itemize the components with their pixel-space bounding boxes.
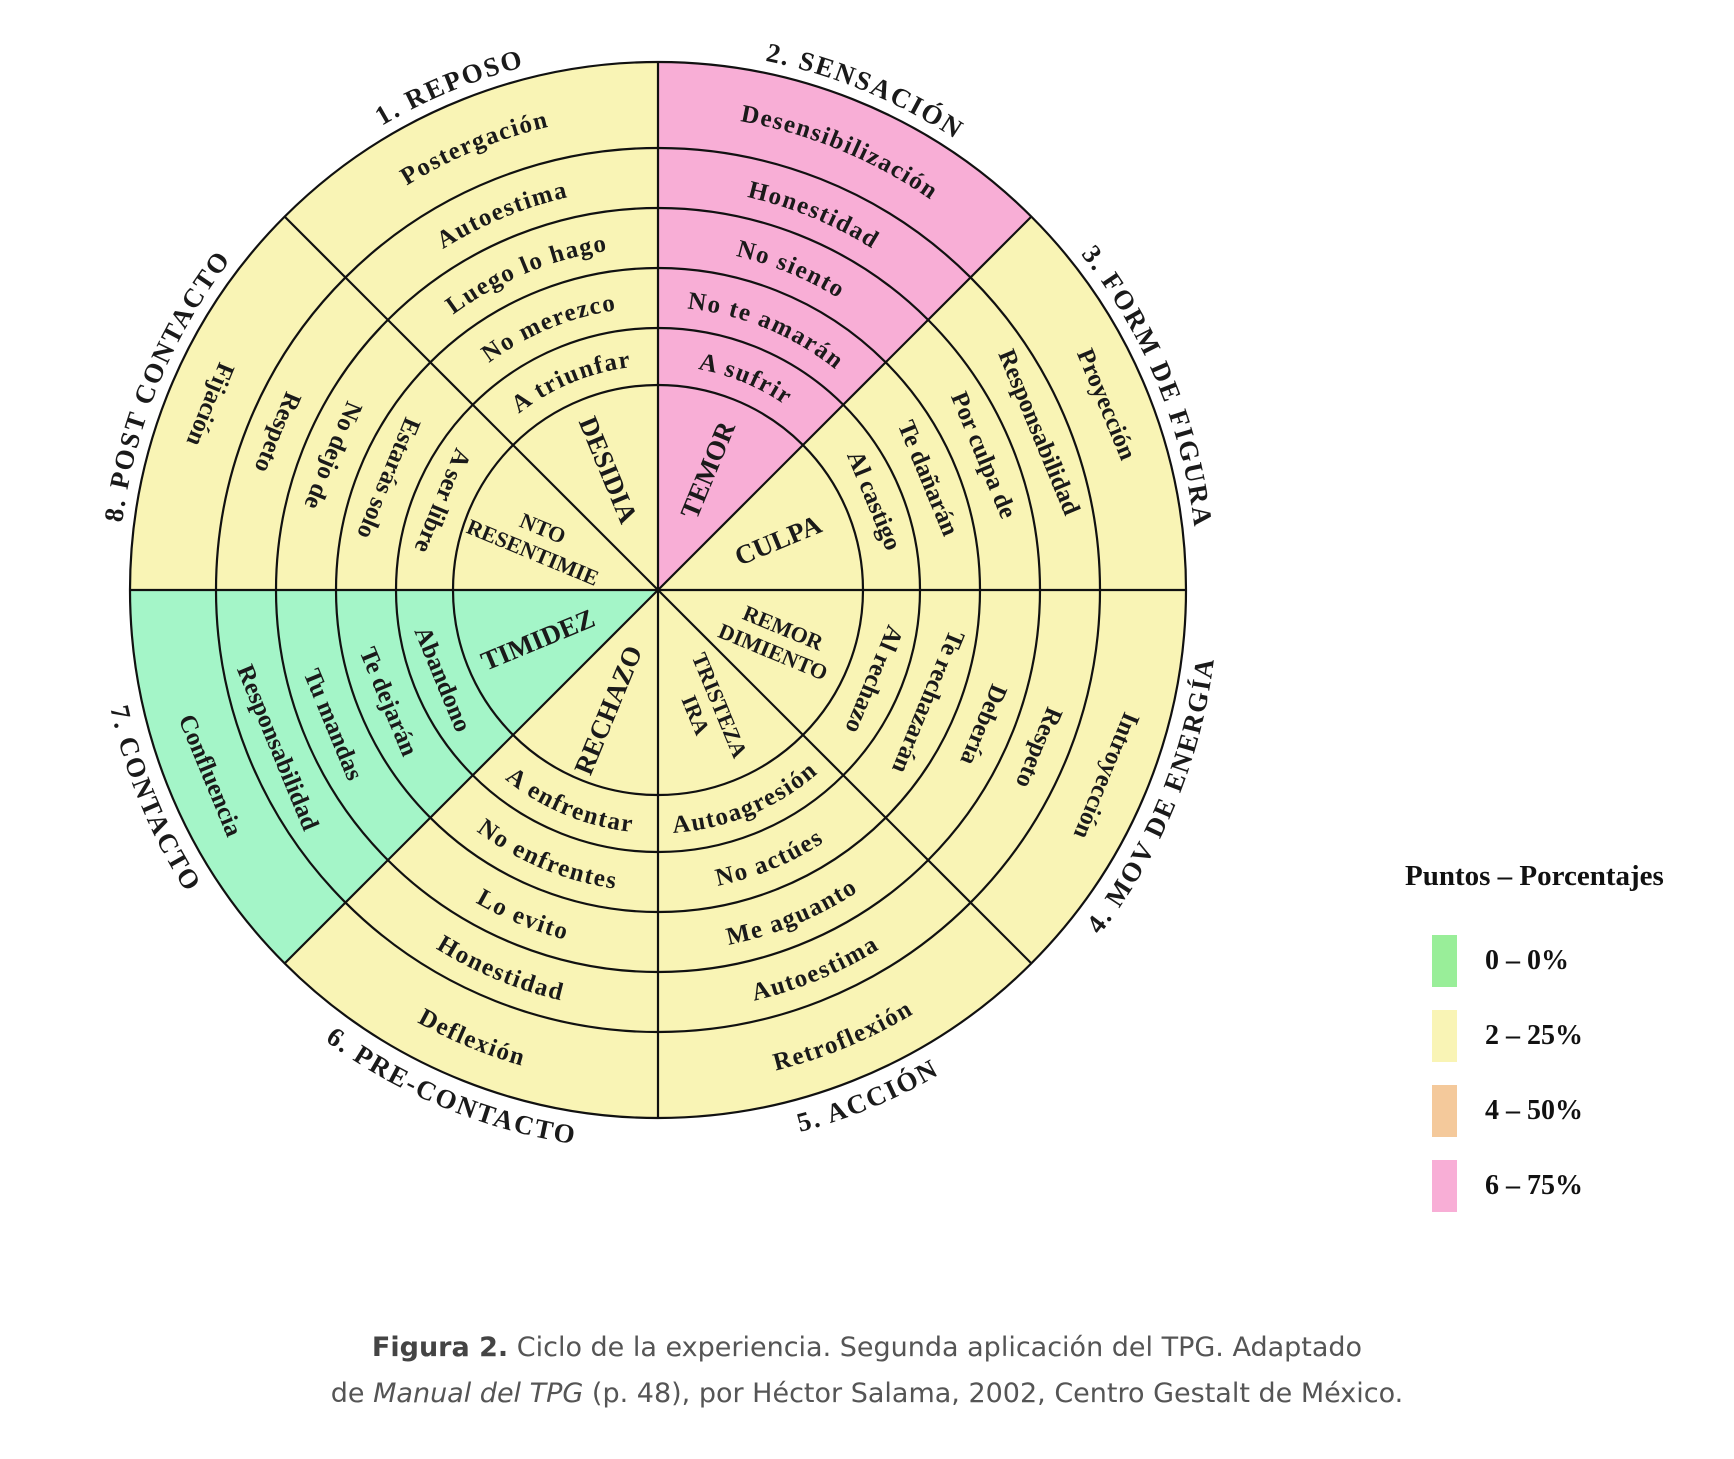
caption-text-1: Ciclo de la experiencia. Segunda aplicac… [508,1332,1363,1363]
legend-swatch-1 [1432,1010,1457,1062]
caption-line-1: Figura 2. Ciclo de la experiencia. Segun… [0,1325,1734,1371]
legend-item-3: 6 – 75% [1432,1160,1725,1212]
sector-wedge-5 [658,590,1032,1118]
caption-label: Figura 2. [371,1332,509,1363]
sector-wedge-6 [284,590,658,1118]
caption-text-2: (p. 48), por Héctor Salama, 2002, Centro… [583,1378,1404,1409]
legend-label-1: 2 – 25% [1485,1020,1583,1051]
sector-divider-7 [283,589,659,965]
sector-wedge-1 [284,62,658,590]
sector-divider-3 [657,215,1033,591]
legend-item-1: 2 – 25% [1432,1010,1725,1062]
sector-wedge-4 [658,590,1186,964]
sector-wedge-8 [130,216,658,590]
legend-swatch-3 [1432,1160,1457,1212]
sector-divider-5 [657,589,1033,965]
legend-item-0: 0 – 0% [1432,935,1725,987]
legend-label-3: 6 – 75% [1485,1170,1583,1201]
sector-wedge-3 [658,216,1186,590]
caption-book-title: Manual del TPG [373,1378,584,1409]
legend: Puntos – Porcentajes 0 – 0% 2 – 25% 4 – … [1405,860,1725,1235]
legend-label-0: 0 – 0% [1485,945,1569,976]
sector-divider-1 [283,215,659,591]
legend-swatch-0 [1432,935,1457,987]
legend-swatch-2 [1432,1085,1457,1137]
figure-caption: Figura 2. Ciclo de la experiencia. Segun… [0,1325,1734,1417]
sector-wedge-7 [130,590,658,964]
legend-item-2: 4 – 50% [1432,1085,1725,1137]
legend-title: Puntos – Porcentajes [1405,860,1664,892]
legend-label-2: 4 – 50% [1485,1095,1583,1126]
sector-wedge-2 [658,62,1032,590]
caption-line-2: de Manual del TPG (p. 48), por Héctor Sa… [0,1371,1734,1417]
caption-prefix: de [330,1378,374,1409]
